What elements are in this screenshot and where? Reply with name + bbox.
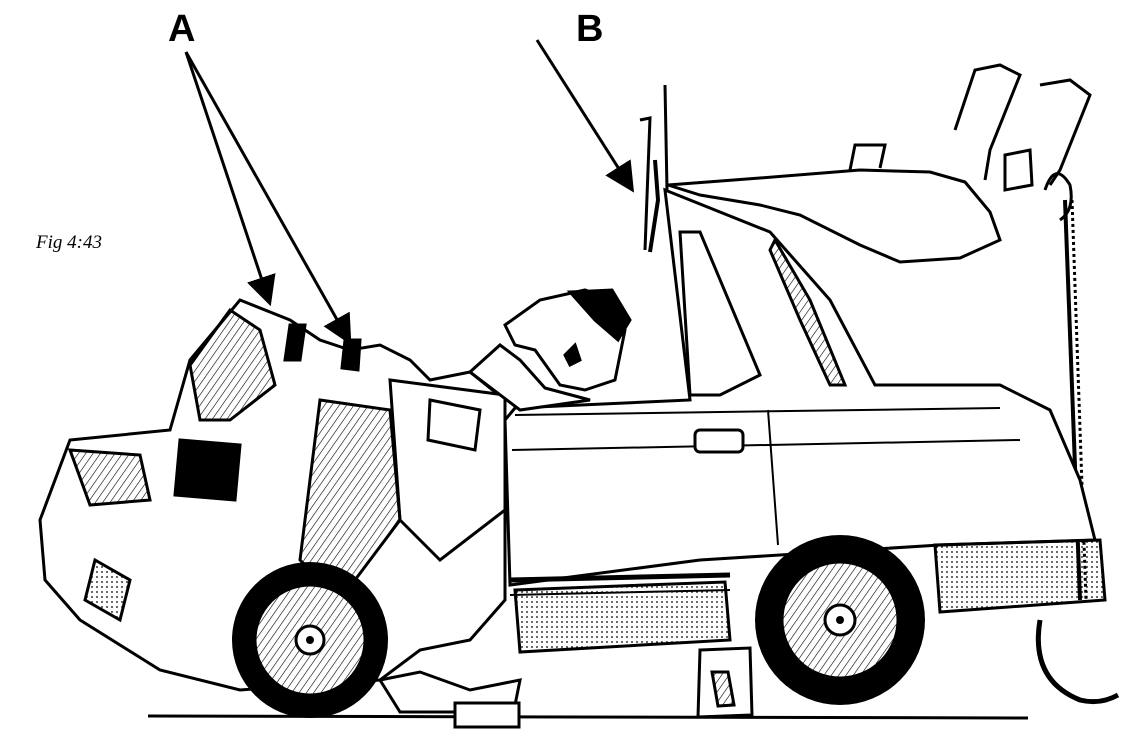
occupant-figure: [470, 290, 630, 410]
label-a: A: [168, 10, 195, 48]
figure-caption: Fig 4:43: [36, 232, 102, 254]
rear-wheel: [755, 535, 925, 705]
pointer-arrows: [186, 40, 626, 332]
jack-stand: [698, 648, 752, 717]
a-pillar: [640, 85, 667, 252]
front-wheel: [232, 562, 388, 718]
arrow-b: [537, 40, 626, 180]
label-b: B: [576, 10, 603, 48]
ground-line: [148, 716, 1028, 718]
